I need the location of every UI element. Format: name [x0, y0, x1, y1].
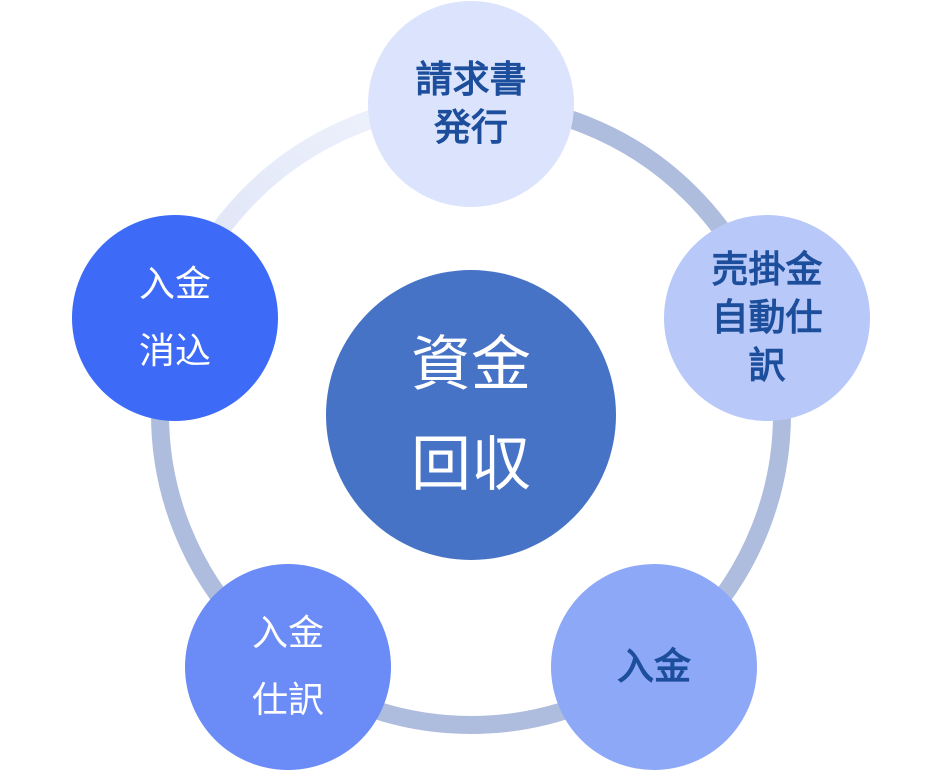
- node-label-line: 自動仕: [711, 296, 823, 339]
- node-label-line: 入金: [617, 645, 691, 688]
- node-label-line: 売掛金: [711, 248, 823, 291]
- node-label-line: 仕訳: [251, 680, 324, 721]
- node-receivable-auto-journal: 売掛金 自動仕 訳: [664, 215, 870, 421]
- node-invoice-issue: 請求書 発行: [368, 1, 574, 207]
- center-node-label-line: 資金: [411, 330, 531, 400]
- node-label-line: 発行: [434, 106, 508, 149]
- center-node-label-line: 回収: [411, 430, 531, 500]
- node-label-line: 消込: [138, 331, 211, 372]
- node-payment-journal: 入金 仕訳: [185, 564, 391, 770]
- center-node-fund-collection: 資金 回収: [326, 270, 616, 560]
- node-label-line: 入金: [138, 264, 211, 305]
- node-label-line: 訳: [748, 344, 786, 387]
- node-payment-reconciliation: 入金 消込: [72, 215, 278, 421]
- node-payment: 入金: [551, 564, 757, 770]
- node-label-line: 請求書: [415, 58, 527, 101]
- node-label-line: 入金: [251, 613, 324, 654]
